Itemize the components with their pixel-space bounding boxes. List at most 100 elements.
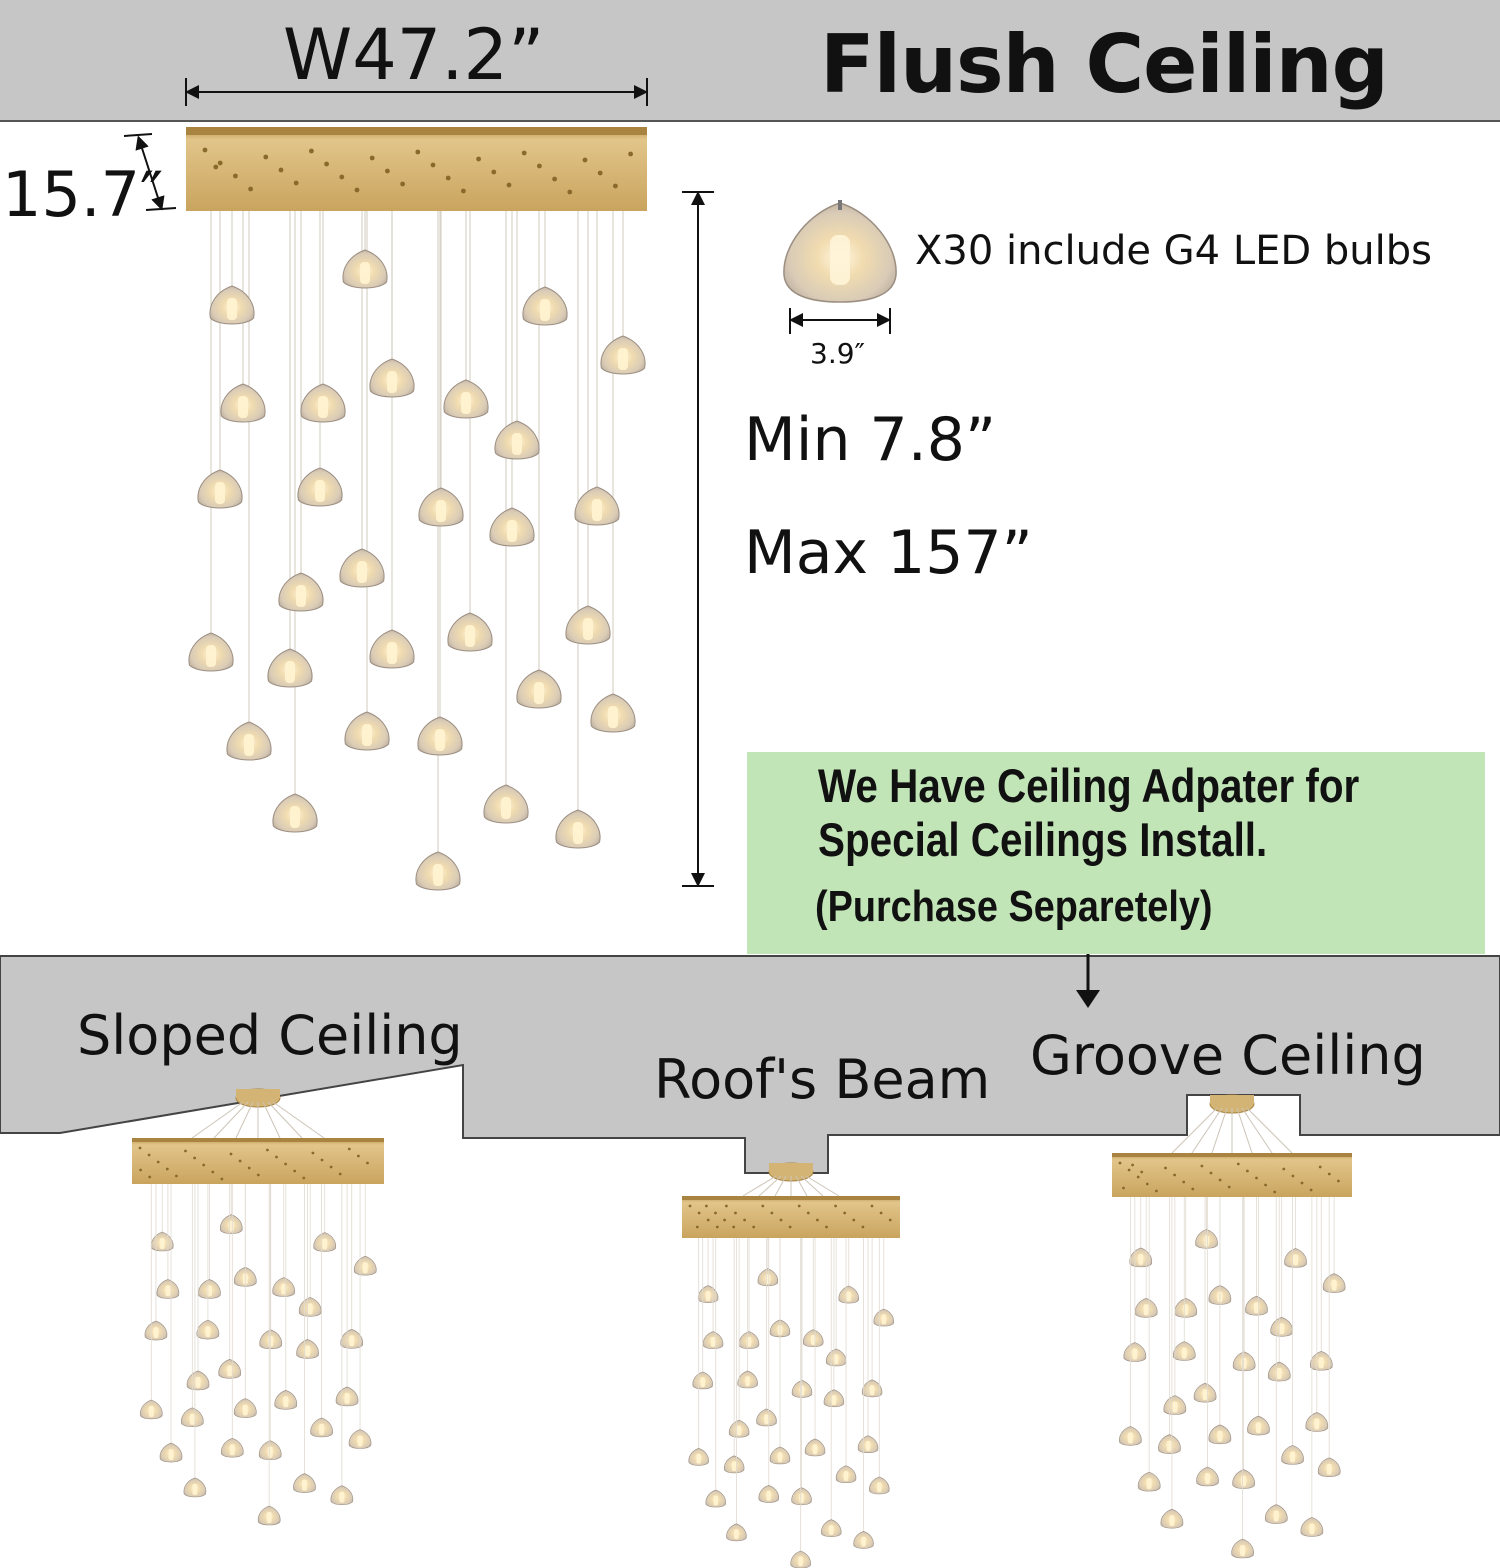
- pendant-bulb: [494, 420, 540, 460]
- pendant-bulb: [861, 1379, 883, 1398]
- pendant-bulb: [705, 1489, 726, 1508]
- pendant-bulb: [823, 1389, 845, 1408]
- pendant-bulb: [220, 1437, 244, 1458]
- main-canopy: [186, 127, 647, 211]
- pendant-bulb: [825, 1348, 847, 1367]
- pendant-bulb: [198, 1279, 221, 1299]
- pendant-bulb: [1119, 1426, 1142, 1446]
- pendant-bulb: [1270, 1316, 1294, 1337]
- pendant-bulb: [369, 358, 415, 398]
- pendant-bulb: [873, 1308, 894, 1327]
- pendant-bulb: [196, 1319, 220, 1340]
- pendant-bulb: [757, 1268, 779, 1287]
- pendant-bulb: [300, 383, 346, 423]
- pendant-bulb: [417, 716, 463, 756]
- small-chandelier: [682, 1162, 900, 1568]
- pendant-bulb: [313, 1232, 337, 1252]
- pendant-bulb: [555, 809, 601, 849]
- small-chandelier: [132, 1088, 384, 1526]
- pendant-bulb: [1137, 1471, 1161, 1492]
- pendant-bulb: [1300, 1517, 1324, 1537]
- pendant-bulb: [186, 1370, 210, 1391]
- pendant-bulb: [791, 1379, 813, 1398]
- pendant-bulb: [257, 1505, 281, 1526]
- pendant-bulb: [183, 1477, 207, 1498]
- pendant-bulb: [1134, 1297, 1158, 1318]
- pendant-bulb: [415, 851, 461, 891]
- pendant-bulb: [310, 1417, 333, 1438]
- pendant-bulb: [1231, 1538, 1254, 1559]
- width-dimension-label: W47.2”: [283, 14, 545, 96]
- pendant-bulb: [259, 1329, 283, 1350]
- pendant-bulb: [738, 1331, 760, 1349]
- pendant-bulb: [233, 1398, 257, 1418]
- pendant-bulb: [144, 1320, 168, 1341]
- pendant-bulb: [857, 1435, 879, 1454]
- max-length-label: Max 157”: [744, 518, 1033, 588]
- pendant-bulb: [447, 612, 493, 652]
- pendant-bulb: [1322, 1273, 1346, 1293]
- bulb-diameter-arrow: [789, 308, 891, 334]
- pendant-bulb: [692, 1371, 713, 1390]
- pendant-bulb: [1247, 1415, 1270, 1436]
- pendant-bulb: [1232, 1469, 1255, 1489]
- pendant-bulb: [297, 467, 343, 507]
- pendant-bulb: [1160, 1508, 1184, 1529]
- pendant-bulb: [274, 1389, 298, 1410]
- adapter-note-line2: Special Ceilings Install.: [818, 813, 1268, 866]
- pendant-bulb: [342, 249, 388, 289]
- pendant-bulb: [298, 1297, 322, 1317]
- pendant-bulb: [574, 486, 620, 526]
- width-arrow: [185, 78, 648, 106]
- pendant-bulb: [278, 572, 324, 612]
- pendant-bulb: [348, 1429, 372, 1449]
- pendant-bulb: [728, 1419, 750, 1438]
- pendant-bulb: [853, 1530, 874, 1549]
- small-chandelier: [1112, 1094, 1352, 1559]
- pendant-bulb: [209, 285, 255, 325]
- pendant-bulb: [272, 1277, 296, 1297]
- pendant-bulb: [590, 693, 636, 733]
- pendant-bulb: [489, 507, 535, 547]
- pendant-bulb: [188, 632, 234, 672]
- pendant-bulb: [820, 1519, 842, 1537]
- pendant-bulb: [1172, 1341, 1196, 1361]
- pendant-bulb: [697, 1285, 719, 1303]
- pendant-bulb: [790, 1550, 811, 1568]
- pendant-bulb: [335, 1386, 359, 1407]
- pendant-bulb: [339, 548, 385, 588]
- pendant-bulb: [688, 1447, 709, 1466]
- pendant-bulb: [1163, 1395, 1187, 1415]
- bulb-icon: [783, 200, 897, 303]
- pendant-bulb: [1267, 1361, 1291, 1382]
- pendant-bulb: [1245, 1295, 1268, 1316]
- pendant-bulb: [226, 721, 272, 761]
- canopy-height-arrow: [123, 133, 177, 211]
- pendant-bulb: [272, 793, 318, 833]
- flush-ceiling-band: [0, 0, 1500, 122]
- pendant-bulb: [218, 1358, 242, 1379]
- pendant-bulb: [522, 286, 568, 326]
- pendant-bulb: [723, 1455, 745, 1474]
- pendant-bulb: [1196, 1466, 1219, 1487]
- pendant-bulb: [296, 1339, 319, 1359]
- pendant-bulb: [139, 1399, 163, 1420]
- pendant-bulb: [267, 648, 313, 688]
- pendant-bulb: [1208, 1424, 1232, 1445]
- adapter-note-line1: We Have Ceiling Adpater for: [818, 759, 1360, 812]
- groove-ceiling-label: Groove Ceiling: [1030, 1024, 1426, 1087]
- pendant-bulb: [869, 1476, 890, 1495]
- pendant-bulb: [600, 335, 646, 375]
- adapter-note-box: [747, 752, 1485, 954]
- pendant-bulb: [330, 1485, 354, 1505]
- pendant-bulb: [293, 1473, 316, 1493]
- pendant-bulb: [516, 669, 562, 709]
- pendant-bulb: [756, 1408, 777, 1427]
- pendant-bulb: [1317, 1457, 1341, 1478]
- sloped-ceiling-label: Sloped Ceiling: [77, 1004, 463, 1067]
- pendant-bulb: [1195, 1229, 1218, 1249]
- pendant-bulb: [737, 1370, 758, 1389]
- pendant-bulb: [418, 487, 464, 527]
- pendant-bulb: [1284, 1248, 1307, 1268]
